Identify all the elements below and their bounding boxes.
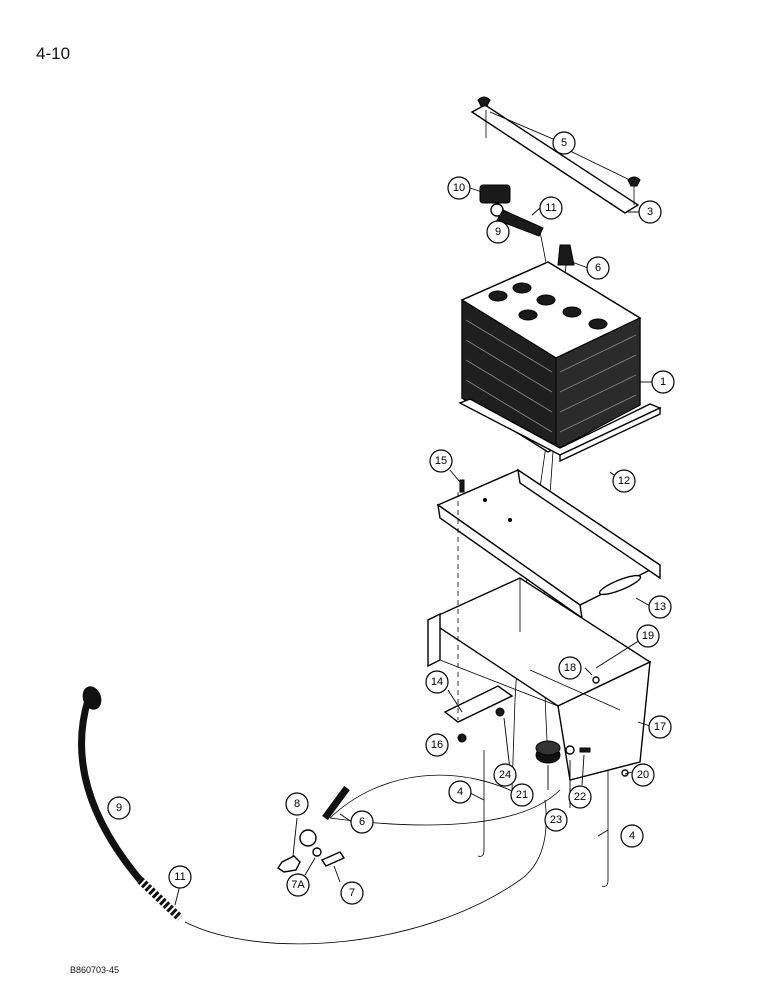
cable-lug-hardware [277, 785, 350, 873]
callout-11-top: 11 [539, 196, 563, 220]
callout-1: 1 [651, 370, 675, 394]
svg-text:9: 9 [116, 802, 122, 814]
callout-22: 22 [568, 785, 592, 809]
svg-text:11: 11 [174, 871, 185, 883]
battery-tray [436, 468, 662, 620]
callout-4-right: 4 [620, 824, 644, 848]
battery-pad [458, 398, 662, 463]
mounting-plate [443, 685, 514, 723]
figure-code: B860703-45 [70, 965, 120, 975]
callout-6-top: 6 [586, 256, 610, 280]
hold-down-bar [470, 96, 641, 214]
leader-lines [118, 111, 652, 906]
page-number: 4-10 [36, 44, 71, 63]
svg-text:19: 19 [642, 630, 654, 642]
svg-text:5: 5 [561, 137, 567, 149]
svg-text:17: 17 [654, 721, 666, 733]
callout-12: 12 [612, 469, 636, 493]
j-bolts [477, 750, 609, 887]
callout-19: 19 [636, 624, 660, 648]
svg-text:7A: 7A [291, 879, 305, 891]
svg-text:24: 24 [499, 769, 511, 781]
svg-text:15: 15 [435, 455, 447, 467]
svg-text:10: 10 [453, 182, 465, 194]
callout-3: 3 [638, 200, 662, 224]
callout-7: 7 [340, 881, 364, 905]
svg-text:21: 21 [516, 789, 528, 801]
battery [460, 261, 642, 453]
svg-text:4: 4 [629, 830, 635, 842]
callout-8: 8 [285, 792, 309, 816]
callout-24: 24 [493, 763, 517, 787]
callout-15: 15 [429, 449, 453, 473]
callout-9-top: 9 [486, 220, 510, 244]
svg-text:4: 4 [457, 786, 463, 798]
svg-text:6: 6 [359, 816, 365, 828]
svg-text:6: 6 [595, 262, 601, 274]
callout-6-bottom: 6 [350, 810, 374, 834]
svg-text:7: 7 [349, 887, 355, 899]
callout-11-bottom: 11 [168, 865, 192, 889]
callout-4-left: 4 [448, 780, 472, 804]
callout-21: 21 [510, 783, 534, 807]
callout-17: 17 [648, 715, 672, 739]
callout-5: 5 [552, 131, 576, 155]
svg-text:3: 3 [647, 206, 653, 218]
callout-18: 18 [558, 656, 582, 680]
svg-text:20: 20 [637, 769, 649, 781]
svg-text:16: 16 [431, 739, 443, 751]
callout-20: 20 [631, 763, 655, 787]
svg-text:11: 11 [545, 202, 556, 214]
ground-cable [78, 686, 561, 945]
callout-7a: 7A [286, 873, 310, 897]
svg-text:9: 9 [495, 226, 501, 238]
svg-text:18: 18 [564, 662, 576, 674]
svg-text:8: 8 [294, 798, 300, 810]
grommet [535, 740, 561, 764]
svg-text:22: 22 [574, 791, 586, 803]
svg-text:13: 13 [654, 601, 666, 613]
callout-16: 16 [425, 733, 449, 757]
callout-10: 10 [447, 176, 471, 200]
svg-text:12: 12 [618, 475, 630, 487]
svg-text:14: 14 [431, 676, 443, 688]
svg-text:1: 1 [660, 376, 666, 388]
callout-14: 14 [425, 670, 449, 694]
callout-13: 13 [648, 595, 672, 619]
svg-text:23: 23 [550, 814, 562, 826]
callout-23: 23 [544, 808, 568, 832]
callout-9-bottom: 9 [107, 796, 131, 820]
